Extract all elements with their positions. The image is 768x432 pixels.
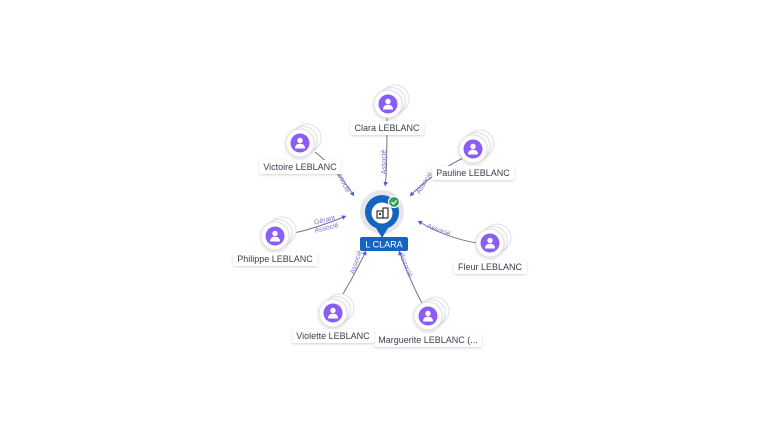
person-label: Victoire LEBLANC: [263, 162, 337, 172]
person-label-box: [432, 166, 515, 180]
relation-label: Associé: [398, 253, 414, 278]
person-icon: [485, 237, 495, 249]
person-label: Fleur LEBLANC: [458, 262, 523, 272]
person-node[interactable]: Fleur LEBLANC: [453, 223, 527, 274]
arrow-icon: [341, 215, 346, 220]
arrow-icon: [410, 191, 415, 196]
person-label-box: [233, 252, 318, 266]
check-badge: [387, 195, 401, 209]
person-label-box: [350, 121, 425, 135]
check-icon: [391, 199, 398, 205]
nodes: Clara LEBLANC Pauline LEBLANC Fleur LEBLAN…: [233, 84, 527, 347]
center-label: L CLARA: [365, 240, 402, 250]
person-label-box: [374, 333, 482, 347]
center-node[interactable]: L CLARA: [360, 190, 408, 251]
person-node[interactable]: Victoire LEBLANC: [259, 123, 342, 174]
person-label: Violette LEBLANC: [296, 331, 370, 341]
relation-label: Gérant: [313, 215, 336, 227]
person-label-box: [453, 260, 527, 274]
relation-label: Associé: [415, 171, 434, 196]
person-node[interactable]: Pauline LEBLANC: [432, 129, 515, 180]
arrow-icon: [383, 181, 389, 186]
person-icon: [270, 230, 280, 242]
relation-label: Associé: [381, 150, 388, 175]
person-node[interactable]: Philippe LEBLANC: [233, 216, 318, 266]
arrow-icon: [349, 191, 354, 196]
relation-label: Associé: [349, 250, 363, 276]
person-label: Pauline LEBLANC: [436, 168, 510, 178]
arrow-icon: [398, 251, 403, 256]
person-label: Clara LEBLANC: [354, 123, 420, 133]
person-icon: [383, 98, 393, 110]
person-label: Philippe LEBLANC: [237, 254, 313, 264]
arrow-icon: [418, 221, 423, 226]
person-label: Marguerite LEBLANC (...: [378, 335, 478, 345]
person-node[interactable]: Violette LEBLANC: [292, 293, 375, 343]
person-label-box: [292, 329, 375, 343]
person-icon: [295, 137, 305, 149]
company-icon: [376, 207, 389, 219]
person-label-box: [259, 160, 342, 174]
person-node[interactable]: Clara LEBLANC: [350, 84, 425, 135]
person-icon: [423, 310, 433, 322]
person-icon: [468, 143, 478, 155]
relation-edge: [398, 250, 424, 306]
person-icon: [328, 307, 338, 319]
relation-label: Associé: [426, 223, 452, 238]
arrow-icon: [362, 251, 367, 256]
relation-edge: [417, 220, 478, 244]
center-label-box: [360, 237, 408, 251]
person-node[interactable]: Marguerite LEBLANC (...: [374, 296, 482, 347]
